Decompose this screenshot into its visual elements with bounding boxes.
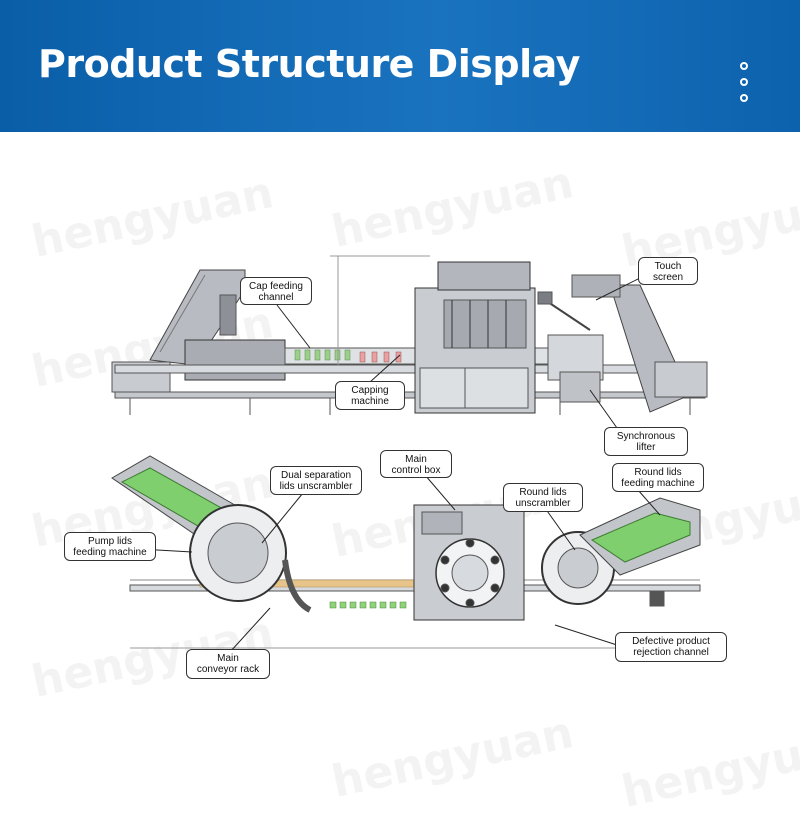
label-touch-screen: Touch screen: [638, 257, 698, 285]
label-main-conveyor-rack: Main conveyor rack: [186, 649, 270, 679]
side-view: [111, 255, 708, 415]
label-capping-machine: Capping machine: [335, 381, 405, 410]
machine-drawing: [111, 255, 708, 653]
label-dual-separation-unscrambler: Dual separation lids unscrambler: [270, 466, 362, 495]
label-pump-lids-feeding-machine: Pump lids feeding machine: [64, 532, 156, 561]
label-main-control-box: Main control box: [380, 450, 452, 478]
page-title: Product Structure Display: [38, 42, 580, 86]
header-banner: Product Structure Display: [0, 0, 800, 132]
label-synchronous-lifter: Synchronous lifter: [604, 427, 688, 456]
label-defective-rejection-channel: Defective product rejection channel: [615, 632, 727, 662]
label-round-lids-feeding-machine: Round lids feeding machine: [612, 463, 704, 492]
plan-view: [111, 455, 701, 649]
vertical-dots-icon[interactable]: [740, 62, 748, 110]
label-round-lids-unscrambler: Round lids unscrambler: [503, 483, 583, 512]
label-cap-feeding-channel: Cap feeding channel: [240, 277, 312, 305]
leader-lines: [122, 277, 661, 653]
